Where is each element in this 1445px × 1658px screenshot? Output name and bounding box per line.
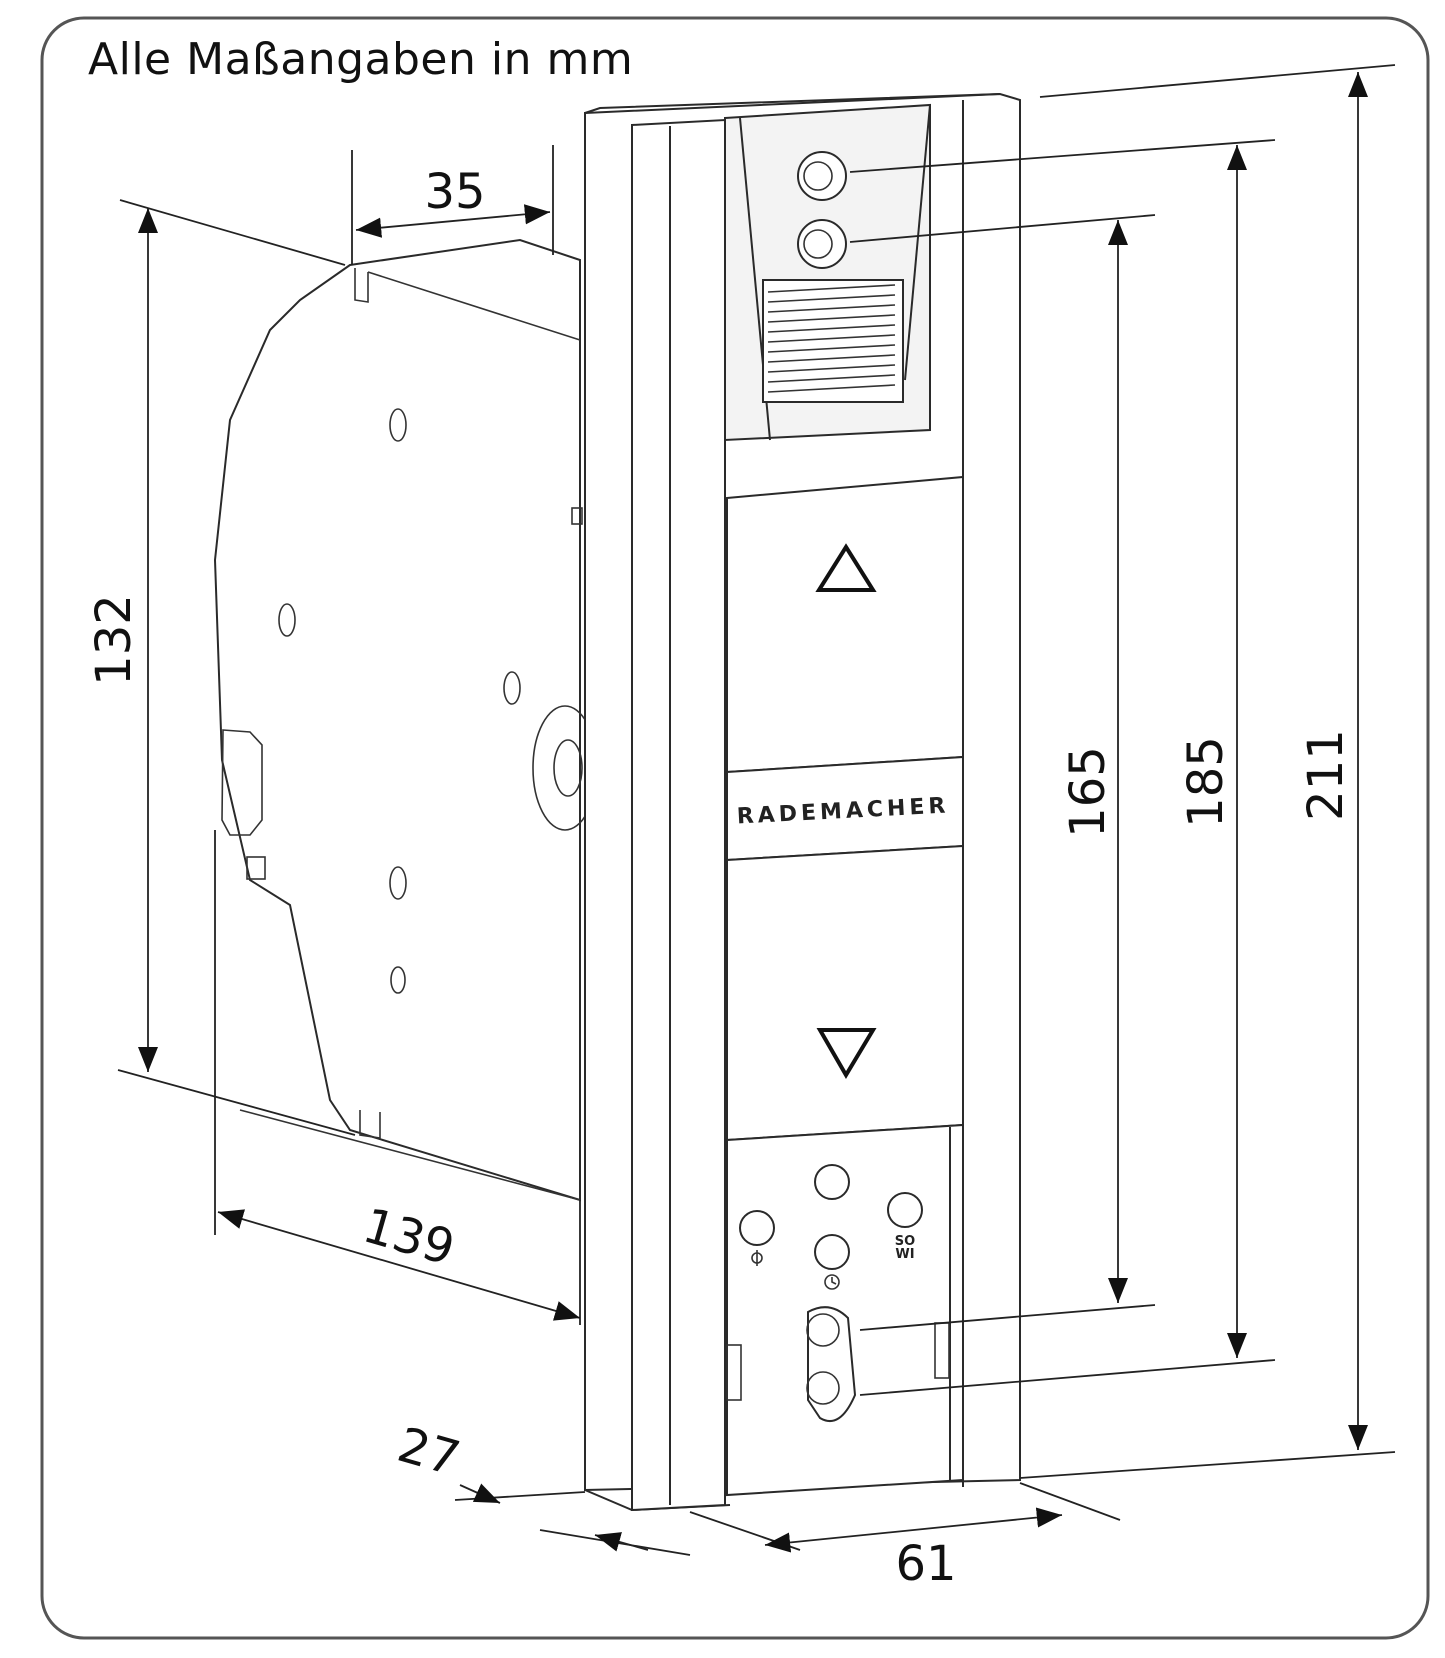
- front-cover: [584, 92, 1021, 1512]
- dim-offset: 27: [392, 1417, 466, 1488]
- frame-border: [40, 16, 1430, 1640]
- vent-grille: [767, 284, 896, 393]
- extension-lines: [117, 64, 1396, 1556]
- offset-arrow-left: [459, 1483, 501, 1504]
- dim-height-165: 165: [1060, 746, 1116, 838]
- dim-depth-bottom: 139: [357, 1198, 461, 1277]
- clock-icon: [824, 1274, 840, 1290]
- diagram-caption: Alle Maßangaben in mm: [88, 34, 634, 85]
- offset-arrow-right: [594, 1532, 649, 1552]
- dim-height-housing: 132: [86, 594, 142, 686]
- dim-width: 61: [895, 1536, 956, 1592]
- up-arrow-icon: [815, 543, 877, 592]
- dim-height-211: 211: [1298, 729, 1354, 821]
- dimension-arrows: [137, 72, 1369, 1553]
- down-arrow-icon: [816, 1028, 877, 1079]
- dim-height-185: 185: [1178, 736, 1234, 828]
- power-icon: [751, 1250, 763, 1266]
- housing-body: [213, 238, 598, 1202]
- dim-depth-top: 35: [424, 164, 485, 220]
